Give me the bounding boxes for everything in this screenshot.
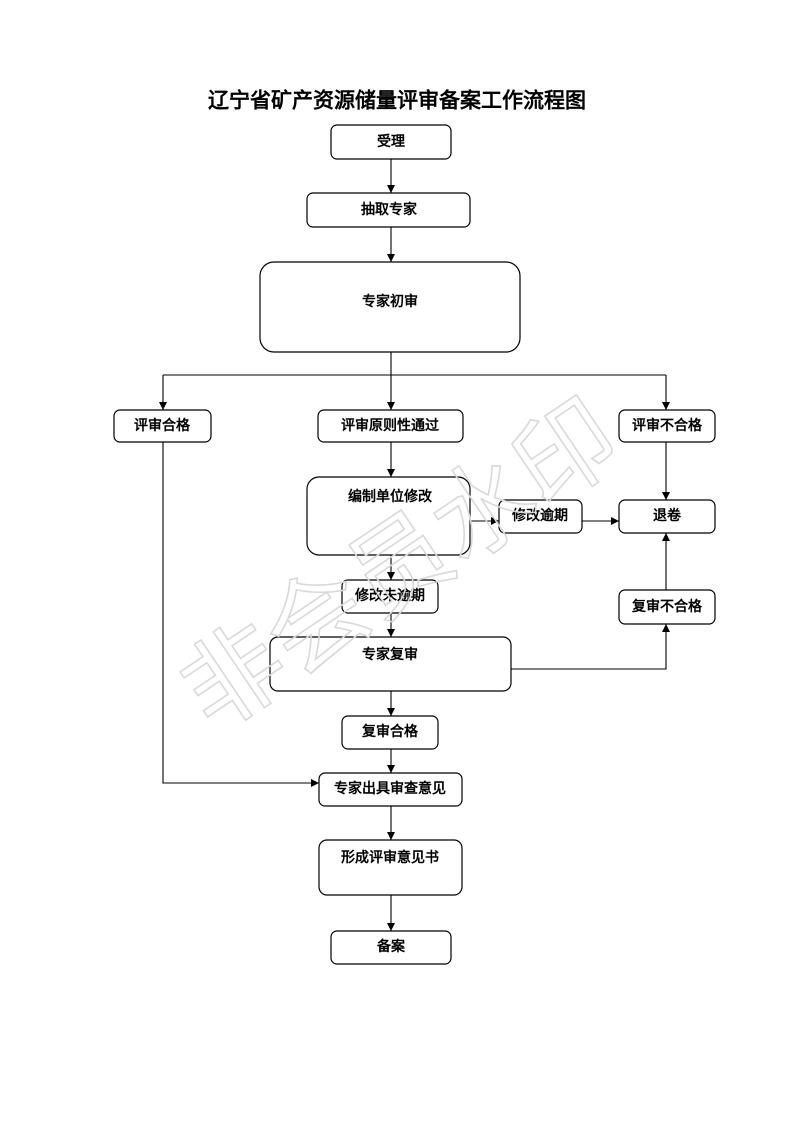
page-title: 辽宁省矿产资源储量评审备案工作流程图 <box>208 88 586 113</box>
node-label: 修改逾期 <box>511 507 568 524</box>
node-label: 受理 <box>377 133 405 150</box>
node-label: 评审合格 <box>134 417 191 434</box>
node-revise-overdue: 修改逾期 <box>498 499 583 534</box>
node-label: 复审不合格 <box>631 598 703 615</box>
node-re-review-fail: 复审不合格 <box>618 589 716 625</box>
edge-re-review-to-re-review-fail <box>511 624 670 670</box>
node-withdraw: 退卷 <box>618 499 716 534</box>
node-label: 备案 <box>376 938 406 955</box>
node-unit-revise: 编制单位修改 <box>306 476 471 556</box>
node-accept: 受理 <box>330 124 452 160</box>
node-review-pass: 评审合格 <box>113 409 212 443</box>
node-file-record: 备案 <box>330 930 452 965</box>
node-label: 专家出具审查意见 <box>334 780 446 797</box>
node-label: 专家初审 <box>362 293 418 310</box>
node-label: 修改未逾期 <box>354 587 425 604</box>
node-expert-opinion: 专家出具审查意见 <box>318 772 463 807</box>
node-principle-pass: 评审原则性通过 <box>317 409 464 443</box>
node-initial-review: 专家初审 <box>259 261 521 353</box>
node-review-fail: 评审不合格 <box>618 409 716 443</box>
node-label: 评审原则性通过 <box>341 417 439 434</box>
node-label: 编制单位修改 <box>348 488 433 505</box>
node-re-review-pass: 复审合格 <box>341 715 439 750</box>
node-label: 形成评审意见书 <box>341 849 439 866</box>
node-label: 复审合格 <box>361 723 419 740</box>
node-label: 抽取专家 <box>361 201 418 218</box>
node-re-review: 专家复审 <box>269 636 512 692</box>
node-select-experts: 抽取专家 <box>306 192 471 228</box>
node-revise-not-overdue: 修改未逾期 <box>341 579 439 614</box>
node-label: 评审不合格 <box>632 417 703 434</box>
node-label: 专家复审 <box>362 646 418 663</box>
edge-review-pass-to-opinion <box>162 442 319 787</box>
node-label: 退卷 <box>653 507 682 524</box>
node-opinion-doc: 形成评审意见书 <box>318 839 463 896</box>
